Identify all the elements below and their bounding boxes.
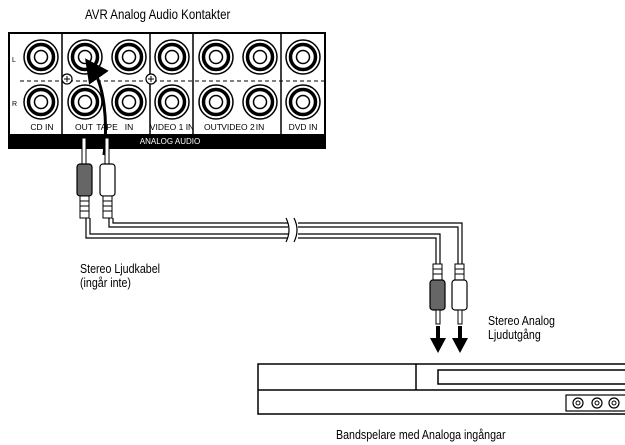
panel-section-label: ANALOG AUDIO [140,137,200,146]
jack-video2-in-right [241,83,279,121]
jack-dvd-in-right [284,83,322,121]
avr-rear-panel: L R CD IN OUT TAPE IN VIDEO 1 IN OUT VID… [8,32,326,149]
stereo-audio-cable [85,217,463,268]
down-arrow-icon [452,326,468,353]
jack-dvd-in-left [284,38,322,76]
output-label-line1: Stereo Analog [488,313,555,328]
jack-label: TAPE [96,122,118,132]
jack-label: OUT [75,122,93,132]
rca-plug-right-avr [99,137,116,219]
jack-video1-in-right [153,83,191,121]
jack-label: IN [256,122,265,132]
output-label-line2: Ljudutgång [488,327,541,342]
device-caption: Bandspelare med Analoga ingångar [336,427,506,442]
jack-label: OUT [204,122,222,132]
jack-tape-in-right [110,83,148,121]
row-label-left: L [12,57,16,64]
jack-label: DVD IN [289,122,318,132]
jack-label: CD IN [30,122,53,132]
jack-video2-out-right [197,83,235,121]
row-label-right: R [12,101,17,108]
jack-tape-in-left [110,38,148,76]
jack-tape-out-right [66,83,104,121]
tape-deck [257,363,625,415]
jack-cd-in-left [22,38,60,76]
jack-video1-in-left [153,38,191,76]
jack-video2-in-left [241,38,279,76]
jack-cd-in-right [22,83,60,121]
panel-title: AVR Analog Audio Kontakter [85,6,231,22]
jack-video2-out-left [197,38,235,76]
rca-plug-right-deck [451,263,468,325]
jack-label: VIDEO 2 [221,122,255,132]
jack-label: IN [125,122,134,132]
panel-label-bar [9,134,325,148]
cable-label-line1: Stereo Ljudkabel [80,261,161,276]
jack-label: VIDEO 1 IN [150,122,194,132]
rca-plug-left-deck [429,263,446,325]
cable-label-line2: (ingår inte) [80,275,131,290]
jack-tape-out-left [66,38,104,76]
down-arrow-icon [430,326,446,353]
rca-plug-left-avr [76,137,93,219]
